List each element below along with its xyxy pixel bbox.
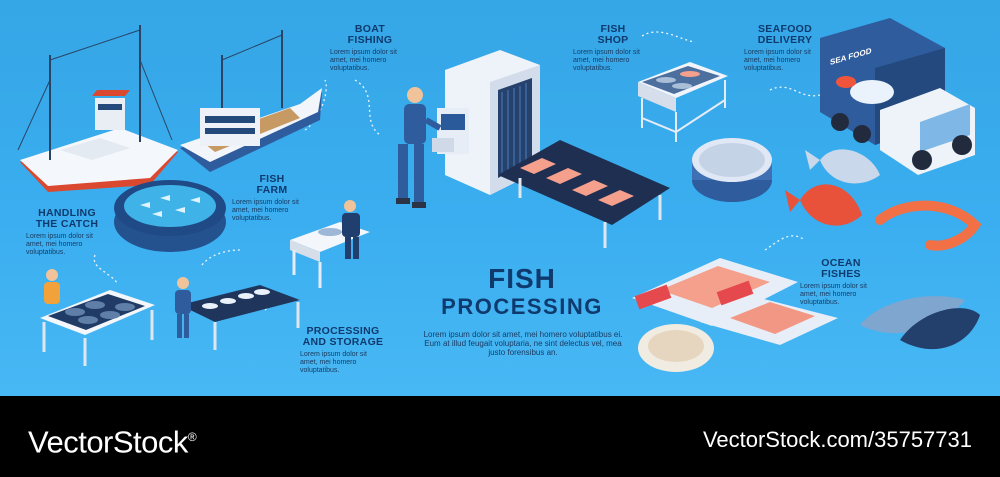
fish-fillet-trays-illustration [632, 258, 838, 372]
section-heading: FISH SHOP [597, 23, 629, 46]
fishing-boat-illustration [180, 30, 322, 172]
registered-mark: ® [187, 430, 197, 444]
section-boat-fishing: BOAT FISHING Lorem ipsum dolor sit amet,… [330, 24, 410, 73]
section-body: Lorem ipsum dolor sit amet, mei homero v… [744, 49, 811, 72]
infographic-body-text: Lorem ipsum dolor sit amet, mei homero v… [423, 330, 623, 357]
section-heading: OCEAN FISHES [821, 257, 861, 280]
section-body: Lorem ipsum dolor sit amet, mei homero v… [300, 351, 367, 374]
fish-tin-can-illustration [692, 138, 772, 202]
seafood-delivery-truck-illustration [820, 18, 975, 175]
section-heading: BOAT FISHING [347, 23, 393, 46]
section-heading: HANDLING THE CATCH [35, 207, 99, 230]
fish-shop-counter-illustration [638, 62, 728, 142]
watermark-footer [0, 396, 1000, 477]
dotted-connectors [93, 31, 821, 311]
section-body: Lorem ipsum dolor sit amet, mei homero v… [573, 49, 640, 72]
section-body: Lorem ipsum dolor sit amet, mei homero v… [330, 49, 397, 72]
fish-farm-cage-illustration [114, 180, 226, 252]
catch-sorting-table [40, 269, 155, 366]
section-fish-shop: FISH SHOP Lorem ipsum dolor sit amet, me… [573, 24, 653, 73]
image-credit: VectorStock.com/35757731 [702, 427, 972, 452]
title-line-2: PROCESSING [441, 294, 603, 319]
fish-processing-infographic: BOAT FISHING Lorem ipsum dolor sit amet,… [0, 0, 1000, 396]
section-heading: FISH FARM [256, 173, 288, 196]
ocean-fishes-illustration [785, 149, 982, 350]
infographic-title: FISH PROCESSING [422, 264, 622, 320]
section-heading: SEAFOOD DELIVERY [757, 23, 813, 46]
section-heading: PROCESSING AND STORAGE [302, 325, 384, 348]
trawler-boat-illustration [17, 25, 178, 192]
fish-cleaning-table [290, 200, 370, 288]
section-body: Lorem ipsum dolor sit amet, mei homero v… [232, 199, 299, 222]
vectorstock-logo: VectorStock® [28, 420, 197, 460]
section-handling-the-catch: HANDLING THE CATCH Lorem ipsum dolor sit… [26, 208, 108, 257]
processing-conveyor-illustration [175, 277, 300, 350]
title-line-1: FISH [488, 263, 556, 294]
section-processing-and-storage: PROCESSING AND STORAGE Lorem ipsum dolor… [300, 326, 386, 375]
section-ocean-fishes: OCEAN FISHES Lorem ipsum dolor sit amet,… [800, 258, 882, 307]
section-body: Lorem ipsum dolor sit amet, mei homero v… [26, 233, 93, 256]
section-fish-farm: FISH FARM Lorem ipsum dolor sit amet, me… [232, 174, 312, 223]
section-body: Lorem ipsum dolor sit amet, mei homero v… [800, 283, 867, 306]
infographic-illustration [17, 18, 982, 372]
processing-machine-illustration [396, 50, 670, 248]
section-seafood-delivery: SEAFOOD DELIVERY Lorem ipsum dolor sit a… [744, 24, 826, 73]
brand-name: VectorStock [28, 424, 188, 460]
